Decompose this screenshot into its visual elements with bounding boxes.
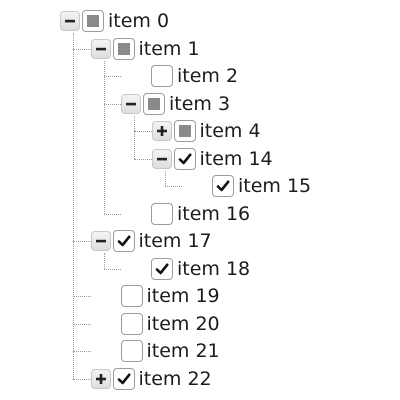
- tree-connector-v: [73, 33, 74, 379]
- item-checkbox[interactable]: [120, 312, 143, 335]
- tree-item[interactable]: item 1: [90, 37, 200, 61]
- partial-square-icon: [87, 15, 99, 27]
- tree-item-label: item 17: [138, 230, 212, 252]
- tree-connector-h: [103, 76, 121, 77]
- tree-item-label: item 2: [177, 65, 239, 87]
- expand-toggle-button[interactable]: [90, 368, 111, 389]
- tree-item-label: item 21: [146, 340, 220, 362]
- tree-item[interactable]: item 21: [120, 339, 220, 363]
- item-checkbox[interactable]: [120, 340, 143, 362]
- tree-connector-h: [73, 48, 91, 50]
- tree-item-label: item 18: [177, 257, 251, 280]
- tree-connector-h: [73, 323, 91, 325]
- plus-icon: [156, 125, 168, 137]
- item-checkbox[interactable]: [82, 10, 104, 32]
- item-checkbox[interactable]: [120, 285, 143, 307]
- tree-connector-h: [103, 268, 121, 270]
- tree-item[interactable]: item 17: [90, 229, 212, 253]
- tree-item[interactable]: item 3: [121, 92, 230, 116]
- tree-item[interactable]: item 15: [212, 174, 311, 198]
- checkmark-icon: [117, 234, 131, 248]
- checkmark-icon: [117, 372, 131, 386]
- tree-item[interactable]: item 4: [151, 119, 261, 143]
- item-checkbox[interactable]: [151, 257, 173, 280]
- minus-icon: [125, 98, 137, 110]
- minus-icon: [95, 43, 107, 55]
- tree-item[interactable]: item 16: [151, 202, 250, 226]
- tree-connector-h: [73, 241, 91, 242]
- tree-connector-h: [73, 351, 91, 352]
- partial-square-icon: [117, 42, 130, 55]
- checkmark-icon: [216, 179, 230, 193]
- tree-item[interactable]: item 22: [90, 367, 212, 391]
- item-checkbox[interactable]: [143, 92, 165, 115]
- plus-icon: [95, 373, 107, 385]
- tree-item-label: item 16: [177, 202, 251, 225]
- tree-connector-h: [164, 186, 182, 187]
- tree-item[interactable]: item 2: [151, 64, 238, 88]
- tree-item-label: item 3: [169, 92, 231, 115]
- minus-icon: [95, 235, 107, 247]
- tree-connector-v: [103, 253, 105, 269]
- tree-item-label: item 22: [138, 367, 212, 390]
- collapse-toggle-button[interactable]: [90, 231, 111, 251]
- collapse-toggle-button[interactable]: [151, 148, 172, 169]
- tree-item[interactable]: item 20: [120, 312, 220, 336]
- item-checkbox[interactable]: [212, 175, 234, 197]
- tree-item[interactable]: item 19: [120, 284, 220, 308]
- tree-connector-h: [103, 103, 121, 105]
- tree-item-label: item 15: [238, 175, 312, 197]
- expand-toggle-button[interactable]: [151, 121, 172, 141]
- item-checkbox[interactable]: [151, 65, 173, 87]
- tree-connector-v: [134, 115, 135, 159]
- tree-connector-h: [73, 378, 91, 380]
- tree-connector-h: [134, 131, 152, 132]
- tree-connector-v: [164, 170, 166, 186]
- tree-item[interactable]: item 14: [151, 147, 273, 171]
- item-checkbox[interactable]: [151, 202, 173, 225]
- item-checkbox[interactable]: [112, 230, 135, 252]
- partial-square-icon: [148, 97, 160, 110]
- minus-icon: [64, 15, 76, 27]
- tree-item-label: item 1: [138, 37, 200, 60]
- collapse-toggle-button[interactable]: [90, 38, 111, 59]
- item-checkbox[interactable]: [173, 120, 196, 142]
- tree-connector-h: [103, 213, 121, 215]
- tree-item-label: item 0: [108, 10, 170, 32]
- checkmark-icon: [155, 262, 169, 276]
- collapse-toggle-button[interactable]: [60, 11, 80, 31]
- minus-icon: [156, 153, 168, 165]
- tree-item-label: item 19: [146, 285, 220, 307]
- tree-item-label: item 4: [199, 120, 261, 142]
- tree-item[interactable]: item 0: [60, 9, 169, 33]
- tree-connector-h: [73, 296, 91, 297]
- checkmark-icon: [178, 152, 192, 166]
- partial-square-icon: [178, 125, 191, 137]
- item-checkbox[interactable]: [173, 147, 196, 170]
- collapse-toggle-button[interactable]: [121, 93, 141, 114]
- tree-connector-v: [103, 60, 105, 214]
- item-checkbox[interactable]: [112, 37, 135, 60]
- tree-connector-h: [134, 158, 152, 160]
- tree-item-label: item 14: [199, 147, 273, 170]
- item-checkbox[interactable]: [112, 367, 135, 390]
- tree-item-label: item 20: [146, 312, 220, 335]
- tree-item[interactable]: item 18: [151, 257, 250, 281]
